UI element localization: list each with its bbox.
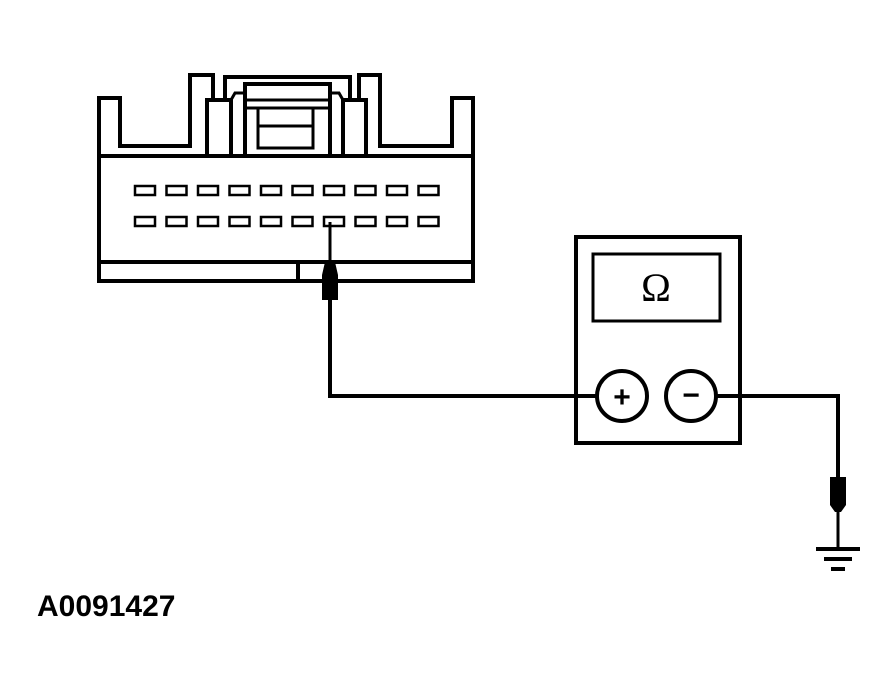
probe-positive bbox=[322, 222, 338, 300]
ohmmeter: Ω + − bbox=[574, 235, 742, 445]
pin bbox=[133, 184, 157, 197]
pin bbox=[196, 215, 220, 228]
meter-display-symbol: Ω bbox=[641, 265, 671, 310]
pin bbox=[322, 184, 346, 197]
pin bbox=[259, 184, 283, 197]
connector bbox=[97, 73, 475, 283]
probe-tip-positive bbox=[322, 262, 338, 300]
pin-row-2 bbox=[133, 215, 440, 228]
pin bbox=[291, 184, 314, 197]
terminal-positive-label: + bbox=[613, 381, 631, 414]
terminal-positive bbox=[595, 369, 649, 423]
wire-positive bbox=[328, 300, 598, 398]
wire-negative bbox=[716, 394, 840, 478]
pin bbox=[165, 215, 188, 228]
pin bbox=[354, 215, 377, 228]
pin bbox=[354, 184, 377, 197]
pin bbox=[291, 215, 314, 228]
meter-display bbox=[591, 252, 722, 323]
pin bbox=[133, 215, 157, 228]
connector-shroud bbox=[97, 73, 475, 156]
pin bbox=[385, 184, 409, 197]
pin bbox=[259, 215, 283, 228]
figure-id: A0091427 bbox=[37, 590, 176, 623]
terminal-negative-label: − bbox=[682, 379, 700, 412]
pin bbox=[196, 184, 220, 197]
pin bbox=[417, 184, 440, 197]
pin-row-1 bbox=[133, 184, 440, 197]
terminal-negative bbox=[664, 369, 718, 423]
pin bbox=[228, 215, 251, 228]
connector-latch-frame-right bbox=[341, 98, 368, 156]
pin bbox=[165, 184, 188, 197]
connector-latch bbox=[243, 82, 332, 158]
connector-latch-tab bbox=[256, 106, 315, 150]
pin bbox=[417, 215, 440, 228]
pin-probed bbox=[322, 215, 346, 228]
connector-latch-frame bbox=[205, 98, 233, 156]
ground-icon bbox=[816, 547, 860, 571]
meter-body bbox=[574, 235, 742, 445]
pin bbox=[228, 184, 251, 197]
probe-tip-negative bbox=[830, 477, 846, 512]
pin bbox=[385, 215, 409, 228]
probe-negative bbox=[830, 477, 846, 548]
